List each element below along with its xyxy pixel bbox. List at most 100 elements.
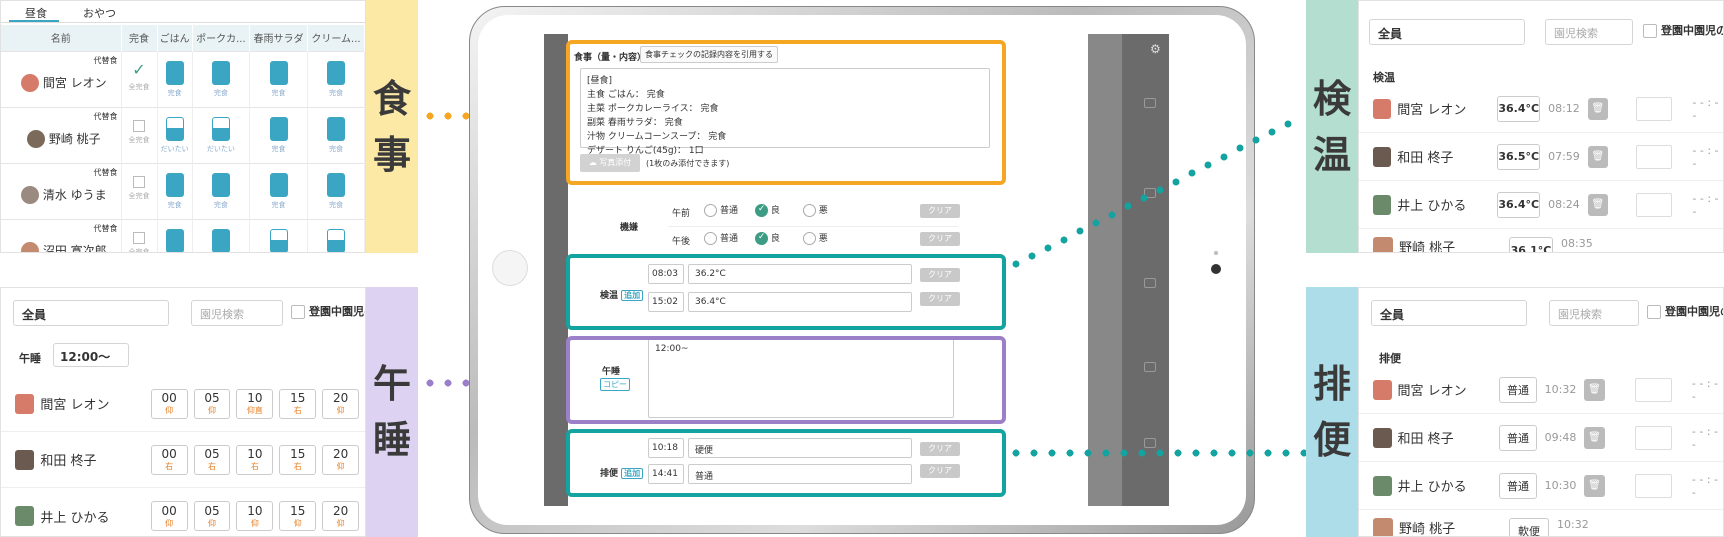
search-input[interactable]: 園児検索 bbox=[1545, 19, 1633, 45]
check-icon[interactable]: ✓ bbox=[132, 59, 146, 79]
trash-icon[interactable]: 🗑 bbox=[1584, 426, 1605, 449]
temp-time-input[interactable]: 15:02 bbox=[648, 292, 684, 312]
complete-checkbox[interactable] bbox=[133, 231, 145, 244]
meal-block[interactable] bbox=[269, 228, 288, 252]
meal-block[interactable] bbox=[211, 60, 230, 85]
meal-block[interactable] bbox=[211, 116, 230, 141]
clear-button[interactable]: クリア bbox=[920, 442, 960, 456]
camera-icon[interactable] bbox=[1144, 362, 1156, 372]
meal-block[interactable] bbox=[165, 60, 184, 85]
bowel-value-input[interactable]: 普通 bbox=[688, 464, 912, 484]
temp-value-input[interactable]: 36.2°C bbox=[688, 264, 912, 284]
clear-button[interactable]: クリア bbox=[920, 204, 960, 218]
present-filter[interactable]: 登園中園児のみ bbox=[1647, 303, 1723, 319]
mood-radio[interactable] bbox=[754, 232, 768, 245]
camera-icon[interactable] bbox=[1144, 98, 1156, 108]
new-value-input[interactable] bbox=[1634, 377, 1672, 402]
nap-start-input[interactable]: 12:00〜 bbox=[53, 343, 129, 367]
meal-block[interactable] bbox=[269, 60, 288, 85]
home-button[interactable] bbox=[492, 250, 528, 286]
bowel-value-input[interactable]: 硬便 bbox=[688, 438, 912, 458]
add-button[interactable]: 追加 bbox=[621, 290, 644, 301]
bowel-value[interactable]: 普通 bbox=[1499, 472, 1537, 499]
camera-icon[interactable] bbox=[1144, 188, 1156, 198]
trash-icon[interactable]: 🗑 bbox=[1587, 97, 1608, 120]
bowel-value[interactable]: 軟便 bbox=[1509, 518, 1549, 536]
trash-icon[interactable]: 🗑 bbox=[1584, 474, 1605, 497]
meal-block[interactable] bbox=[326, 116, 345, 141]
meal-block[interactable] bbox=[165, 172, 184, 197]
present-checkbox[interactable] bbox=[1643, 24, 1657, 38]
camera-icon[interactable] bbox=[1144, 438, 1156, 448]
temp-value[interactable]: 36.1°C bbox=[1509, 237, 1553, 252]
meal-block[interactable] bbox=[269, 172, 288, 197]
meal-block[interactable] bbox=[326, 60, 345, 85]
bowel-time-input[interactable]: 10:18 bbox=[648, 438, 684, 458]
temp-value[interactable]: 36.5°C bbox=[1497, 143, 1541, 170]
add-button[interactable]: 追加 bbox=[621, 468, 644, 479]
bowel-time-input[interactable]: 14:41 bbox=[648, 464, 684, 484]
complete-checkbox[interactable] bbox=[133, 175, 145, 188]
group-select[interactable]: 全員 bbox=[1369, 19, 1525, 45]
new-value-input[interactable] bbox=[1635, 192, 1673, 217]
temp-value-input[interactable]: 36.4°C bbox=[688, 292, 912, 312]
group-select[interactable]: 全員 bbox=[13, 300, 169, 326]
tab-snack[interactable]: おやつ bbox=[83, 7, 116, 20]
bowel-value[interactable]: 普通 bbox=[1499, 376, 1537, 403]
meal-block[interactable] bbox=[269, 116, 288, 141]
bowel-value[interactable]: 普通 bbox=[1499, 424, 1537, 451]
gear-icon[interactable]: ⚙ bbox=[1150, 42, 1161, 56]
meal-block[interactable] bbox=[211, 172, 230, 197]
meal-block[interactable] bbox=[326, 172, 345, 197]
clear-button[interactable]: クリア bbox=[920, 232, 960, 246]
present-checkbox[interactable] bbox=[291, 305, 305, 319]
search-input[interactable]: 園児検索 bbox=[1549, 300, 1639, 326]
tab-lunch[interactable]: 昼食 bbox=[25, 7, 47, 20]
meal-block[interactable] bbox=[165, 116, 184, 141]
mood-radio[interactable] bbox=[754, 204, 768, 217]
meal-block[interactable] bbox=[211, 228, 230, 252]
nap-textarea[interactable]: 12:00~ bbox=[648, 338, 954, 418]
temp-time-input[interactable]: 08:03 bbox=[648, 264, 684, 284]
new-value-input[interactable] bbox=[1634, 473, 1672, 498]
new-value-input[interactable] bbox=[1634, 425, 1672, 450]
trash-icon[interactable]: 🗑 bbox=[1584, 378, 1605, 401]
group-select[interactable]: 全員 bbox=[1371, 300, 1527, 326]
copy-button[interactable]: コピー bbox=[600, 378, 630, 391]
present-filter[interactable]: 登園中園児のみ bbox=[291, 303, 365, 319]
new-value-input[interactable] bbox=[1635, 144, 1673, 169]
mood-radio[interactable] bbox=[802, 232, 816, 245]
clear-button[interactable]: クリア bbox=[920, 292, 960, 306]
mood-radio[interactable] bbox=[802, 204, 816, 217]
search-input[interactable]: 園児検索 bbox=[191, 300, 283, 326]
meal-block[interactable] bbox=[326, 228, 345, 252]
camera-icon[interactable] bbox=[1144, 278, 1156, 288]
photo-button[interactable]: ☁ 写真添付 bbox=[580, 154, 640, 172]
complete-checkbox[interactable] bbox=[133, 119, 145, 132]
mood-radio[interactable] bbox=[704, 204, 717, 217]
meal-block[interactable] bbox=[165, 228, 184, 252]
trash-icon[interactable]: 🗑 bbox=[1587, 193, 1608, 216]
meal-textarea[interactable]: [昼食] 主食 ごはん： 完食 主菜 ポークカレーライス： 完食 副菜 春雨サラ… bbox=[580, 68, 990, 156]
present-filter[interactable]: 登園中園児のみ bbox=[1643, 22, 1723, 38]
temp-value[interactable]: 36.4°C bbox=[1497, 95, 1541, 122]
temp-value[interactable]: 36.4°C bbox=[1497, 191, 1541, 218]
mood-radio[interactable] bbox=[704, 232, 717, 245]
clear-button[interactable]: クリア bbox=[920, 464, 960, 478]
new-value-input[interactable] bbox=[1635, 96, 1673, 121]
